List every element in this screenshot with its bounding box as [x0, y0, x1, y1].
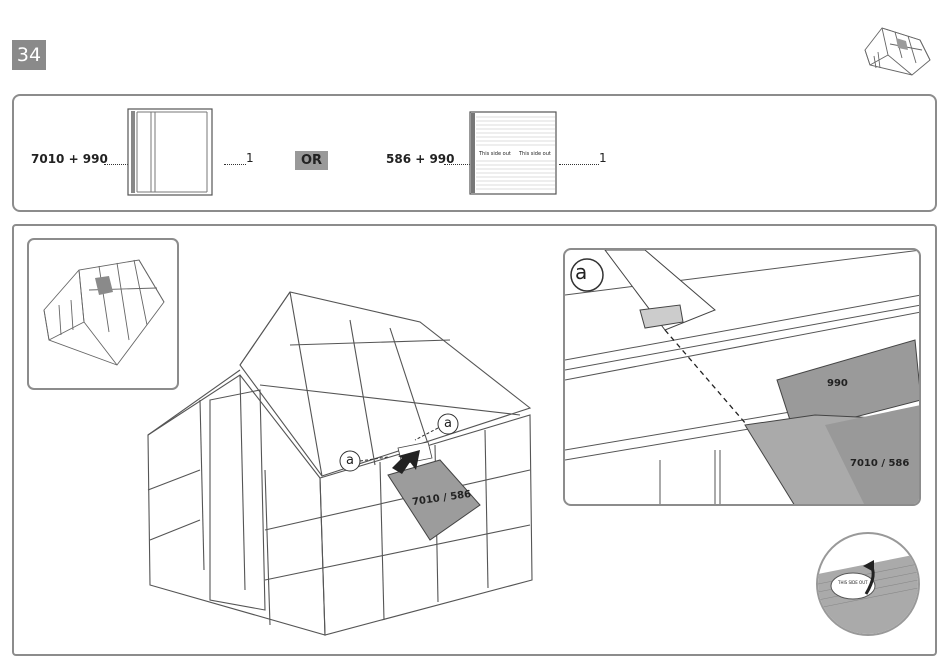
greenhouse-thumbnail-top [860, 20, 935, 84]
step-number: 34 [12, 40, 46, 70]
part-qty-b: 1 [599, 151, 607, 165]
leader-dots [104, 164, 128, 165]
label-990: 990 [827, 378, 848, 389]
parts-list-panel: 7010 + 990 1 OR 586 + 990 This side out [12, 94, 937, 212]
sticker-label-left: This side out [479, 151, 511, 157]
leader-dots [559, 164, 599, 165]
part-code-7010-990: 7010 + 990 [31, 152, 108, 166]
callout-a-right: a [444, 416, 452, 431]
leader-dots [224, 164, 246, 165]
clear-panel-illustration [127, 108, 215, 198]
callout-a-left: a [346, 453, 354, 468]
part-qty-a: 1 [246, 151, 254, 165]
label-panel-detail: 7010 / 586 [850, 458, 909, 469]
leader-dots [444, 164, 470, 165]
detail-callout-a: a [575, 260, 587, 284]
sticker-text: THIS SIDE OUT [838, 580, 868, 585]
sticker-label-right: This side out [519, 151, 551, 157]
detail-inset-a: a 990 7010 / 586 [563, 248, 921, 506]
sticker-removal-inset: THIS SIDE OUT [816, 532, 920, 636]
or-badge: OR [295, 151, 328, 170]
